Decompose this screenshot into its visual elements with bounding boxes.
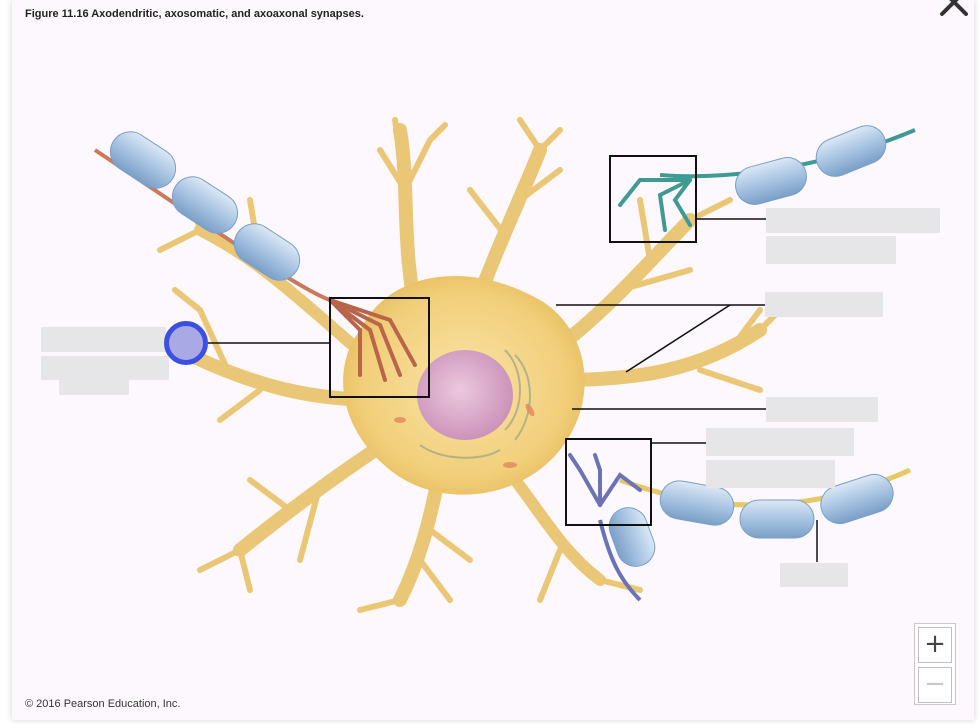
- label-slot-5b[interactable]: [706, 460, 835, 488]
- label-slot-1c[interactable]: [59, 371, 129, 395]
- zoom-out-button[interactable]: −: [918, 667, 952, 703]
- zoom-in-button[interactable]: +: [918, 627, 952, 663]
- label-slot-1a[interactable]: [41, 327, 166, 352]
- nucleus: [417, 350, 513, 440]
- axon-axodendritic-2: [618, 125, 916, 232]
- inset-boxes: [329, 155, 697, 526]
- label-slot-4[interactable]: [766, 397, 878, 422]
- label-slot-2a[interactable]: [766, 208, 940, 233]
- organelles: [419, 349, 531, 459]
- close-icon[interactable]: [928, 0, 980, 22]
- label-slot-6[interactable]: [780, 563, 848, 587]
- axon-axoaxonal: [568, 453, 912, 602]
- axon-axodendritic: [93, 131, 417, 382]
- copyright-text: © 2016 Pearson Education, Inc.: [25, 698, 181, 710]
- figure-title: Figure 11.16 Axodendritic, axosomatic, a…: [25, 8, 364, 20]
- zoom-controls: + −: [914, 623, 956, 705]
- leader-lines: [208, 218, 818, 562]
- hotspot-marker[interactable]: [164, 321, 208, 365]
- label-slot-3[interactable]: [765, 292, 883, 317]
- label-slot-2b[interactable]: [766, 236, 896, 264]
- mitochondria: [394, 403, 535, 468]
- label-slot-5a[interactable]: [706, 428, 854, 456]
